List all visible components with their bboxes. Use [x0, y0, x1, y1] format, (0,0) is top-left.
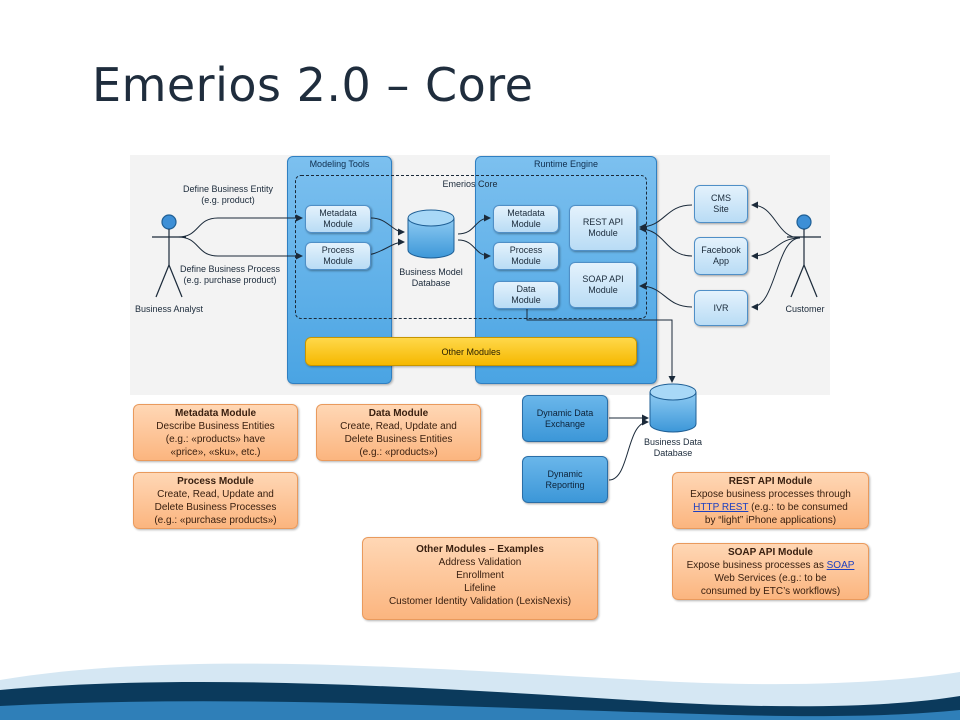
define-business-process-label: Define Business Process (e.g. purchase p…: [179, 264, 281, 285]
other-examples-title: Other Modules – Examples: [416, 544, 544, 555]
connector-analyst-process: [177, 236, 303, 260]
runtime-data-module: Data Module: [493, 281, 559, 309]
business-data-database-label: Business Data Database: [643, 437, 703, 458]
metadata-note-body: Describe Business Entities (e.g.: «produ…: [156, 421, 275, 458]
connector-facebook-rest: [639, 225, 693, 257]
connector-customer-cms: [751, 201, 801, 239]
connector-reporting-db: [608, 418, 649, 481]
dynamic-reporting-module: Dynamic Reporting: [522, 456, 608, 503]
metadata-note-title: Metadata Module: [174, 408, 257, 419]
rest-note-line1: Expose business processes through: [690, 489, 851, 500]
data-module-note: Data Module Create, Read, Update and Del…: [316, 404, 481, 461]
footer-wave-decoration: [0, 663, 960, 720]
data-note-title: Data Module: [368, 408, 429, 419]
modeling-metadata-module: Metadata Module: [305, 205, 371, 233]
connector-db-rt-metadata: [457, 214, 491, 235]
soap-api-module: SOAP API Module: [569, 262, 637, 308]
business-analyst-label: Business Analyst: [134, 304, 204, 314]
process-note-body: Create, Read, Update and Delete Business…: [154, 489, 277, 526]
rest-note-line2-wrap: HTTP REST (e.g.: to be consumed: [673, 501, 868, 514]
business-analyst-figure-icon: [152, 214, 186, 298]
soap-note-line1-wrap: Expose business processes as SOAP: [673, 559, 868, 572]
soap-note-title: SOAP API Module: [727, 547, 813, 558]
runtime-process-module: Process Module: [493, 242, 559, 270]
http-rest-link[interactable]: HTTP REST: [693, 502, 749, 513]
runtime-metadata-module: Metadata Module: [493, 205, 559, 233]
define-business-entity-label: Define Business Entity (e.g. product): [182, 184, 274, 205]
rest-note-title: REST API Module: [728, 476, 813, 487]
connector-db-rt-process: [457, 239, 491, 260]
business-model-database-icon: [407, 209, 455, 259]
soap-note-line1: Expose business processes as: [686, 560, 827, 571]
connector-data-module-db: [526, 307, 676, 383]
business-data-database-icon: [649, 383, 697, 433]
process-module-note: Process Module Create, Read, Update and …: [133, 472, 298, 529]
facebook-app-module: Facebook App: [694, 237, 748, 275]
connector-customer-ivr: [751, 237, 801, 311]
connector-analyst-metadata: [177, 214, 303, 238]
connector-mt-metadata-db: [370, 217, 405, 236]
rest-api-module: REST API Module: [569, 205, 637, 251]
soap-note-line3: consumed by ETC’s workflows): [700, 586, 841, 597]
ivr-module: IVR: [694, 290, 748, 326]
slide-title: Emerios 2.0 – Core: [92, 58, 534, 112]
metadata-module-note: Metadata Module Describe Business Entiti…: [133, 404, 298, 461]
customer-figure-icon: [787, 214, 821, 298]
emerios-core-label: Emerios Core: [442, 179, 498, 189]
soap-api-note: SOAP API Module Expose business processe…: [672, 543, 869, 600]
connector-cms-rest: [639, 204, 693, 231]
emerios-core-boundary: [295, 175, 647, 319]
process-note-title: Process Module: [177, 476, 254, 487]
dynamic-data-exchange-module: Dynamic Data Exchange: [522, 395, 608, 442]
customer-label: Customer: [785, 304, 825, 314]
cms-site-module: CMS Site: [694, 185, 748, 223]
runtime-engine-title: Runtime Engine: [533, 159, 599, 169]
rest-note-line3: by “light” iPhone applications): [704, 515, 837, 526]
modeling-process-module: Process Module: [305, 242, 371, 270]
modeling-tools-title: Modeling Tools: [309, 159, 370, 169]
other-modules-examples-note: Other Modules – Examples Address Validat…: [362, 537, 598, 620]
data-note-body: Create, Read, Update and Delete Business…: [340, 421, 457, 458]
business-model-database-label: Business Model Database: [399, 267, 463, 288]
other-modules-bar: Other Modules: [305, 337, 637, 366]
other-examples-body: Address Validation Enrollment Lifeline C…: [388, 557, 572, 607]
connector-customer-facebook: [751, 237, 801, 260]
rest-api-note: REST API Module Expose business processe…: [672, 472, 869, 529]
connector-ivr-soap: [639, 282, 693, 308]
rest-note-line2: (e.g.: to be consumed: [748, 502, 848, 513]
soap-note-line2: Web Services (e.g.: to be: [714, 573, 827, 584]
soap-link[interactable]: SOAP: [826, 560, 855, 571]
